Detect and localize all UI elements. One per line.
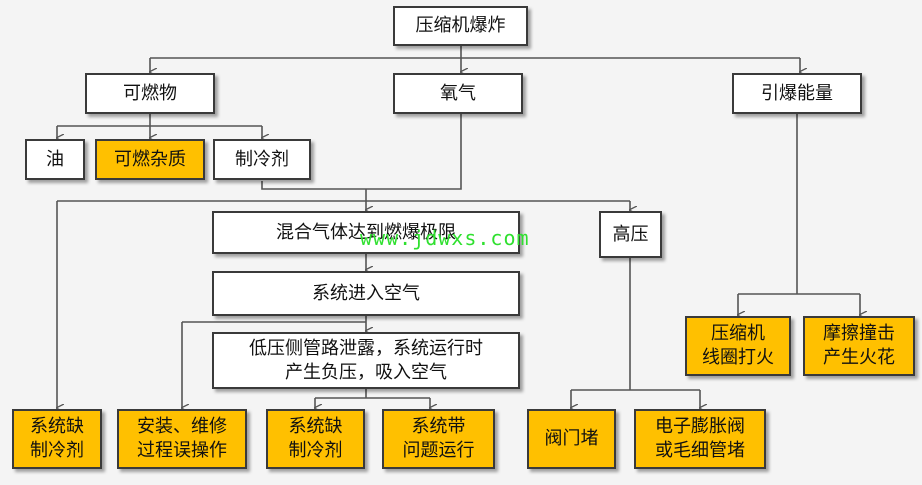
root-label: 压缩机爆炸: [415, 15, 506, 36]
lack-refrigerant-mid-node: 系统缺 制冷剂: [266, 409, 365, 469]
impurities-label: 可燃杂质: [114, 148, 186, 170]
oil-node: 油: [25, 139, 85, 180]
high-pressure-label: 高压: [612, 223, 649, 245]
impurities-node: 可燃杂质: [95, 139, 205, 180]
install-maintenance-label: 安装、维修 过程误操作: [137, 416, 227, 461]
oxygen-label: 氧气: [440, 82, 476, 104]
air-enters-node: 系统进入空气: [212, 271, 520, 316]
valve-blocked-node: 阀门堵: [527, 409, 616, 469]
friction-spark-label: 摩擦撞击 产生火花: [823, 323, 895, 368]
refrigerant-node: 制冷剂: [213, 139, 311, 180]
air-enters-label: 系统进入空气: [312, 282, 420, 304]
combustible-label: 可燃物: [123, 82, 177, 104]
run-with-issue-node: 系统带 问题运行: [382, 409, 495, 469]
ignition-energy-label: 引爆能量: [761, 82, 833, 104]
expansion-valve-blocked-node: 电子膨胀阀 或毛细管堵: [634, 409, 766, 469]
coil-spark-label: 压缩机 线圈打火: [702, 323, 774, 368]
run-with-issue-label: 系统带 问题运行: [402, 416, 475, 461]
mixture-node: 混合气体达到燃爆极限: [212, 211, 520, 254]
root-node: 压缩机爆炸: [393, 6, 528, 46]
leak-node: 低压侧管路泄露，系统运行时 产生负压，吸入空气: [212, 332, 520, 389]
oil-label: 油: [46, 148, 64, 170]
valve-blocked-label: 阀门堵: [544, 428, 599, 449]
install-maintenance-node: 安装、维修 过程误操作: [117, 409, 247, 469]
watermark-text: www.jdwxs.com: [360, 226, 530, 250]
refrigerant-label: 制冷剂: [235, 148, 289, 170]
ignition-energy-node: 引爆能量: [732, 73, 862, 114]
friction-spark-node: 摩擦撞击 产生火花: [803, 316, 915, 376]
coil-spark-node: 压缩机 线圈打火: [685, 316, 791, 376]
lack-refrigerant-left-label: 系统缺 制冷剂: [30, 416, 84, 461]
mixture-label: 混合气体达到燃爆极限: [276, 221, 456, 243]
high-pressure-node: 高压: [599, 211, 662, 258]
oxygen-node: 氧气: [393, 73, 523, 114]
combustible-node: 可燃物: [85, 73, 215, 114]
lack-refrigerant-left-node: 系统缺 制冷剂: [12, 409, 102, 469]
lack-refrigerant-mid-label: 系统缺 制冷剂: [288, 416, 343, 461]
leak-label: 低压侧管路泄露，系统运行时 产生负压，吸入空气: [249, 337, 483, 383]
expansion-valve-blocked-label: 电子膨胀阀 或毛细管堵: [655, 416, 745, 461]
